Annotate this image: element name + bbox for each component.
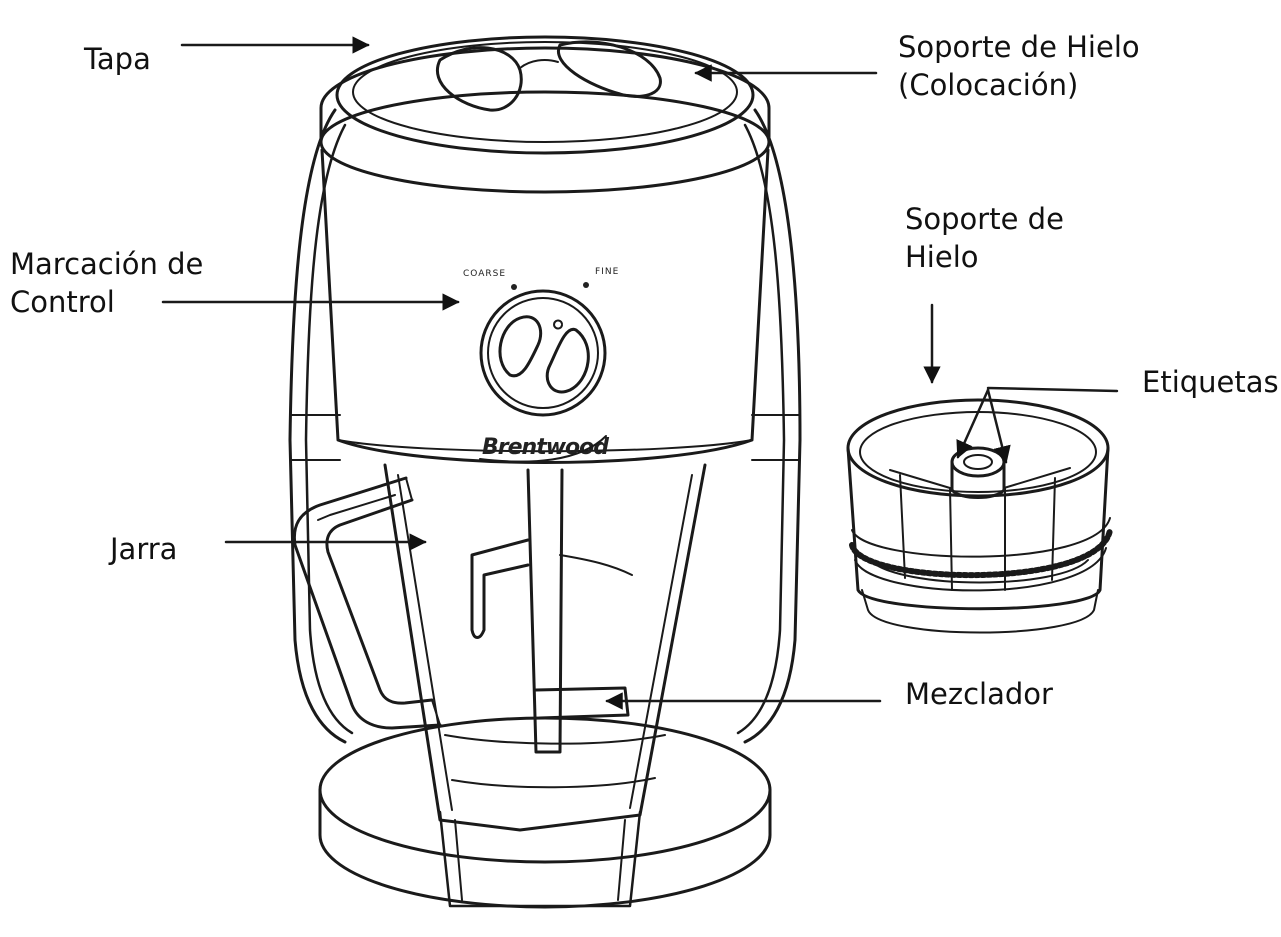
label-line: Marcación de <box>10 245 203 283</box>
label-line: Soporte de <box>905 200 1064 238</box>
lid <box>321 37 769 192</box>
arrow-etiquetas-line <box>988 388 1117 391</box>
label-tapa: Tapa <box>84 40 151 78</box>
label-line: Control <box>10 283 203 321</box>
label-line: Hielo <box>905 238 1064 276</box>
ice-holder <box>848 400 1110 633</box>
label-mezclador: Mezclador <box>905 675 1053 713</box>
label-line: Soporte de Hielo <box>898 28 1140 66</box>
mixer-shaft <box>472 470 628 752</box>
control-dial: COARSE FINE <box>463 267 619 415</box>
fine-label: FINE <box>595 267 619 277</box>
base <box>320 718 770 907</box>
label-soporte-hielo-colocacion: Soporte de Hielo (Colocación) <box>898 28 1140 104</box>
jar <box>385 465 705 830</box>
pointer-arrows <box>163 45 1117 701</box>
coarse-label: COARSE <box>463 269 506 279</box>
label-line: (Colocación) <box>898 66 1140 104</box>
label-soporte-hielo: Soporte de Hielo <box>905 200 1064 276</box>
label-marcacion-control: Marcación de Control <box>10 245 203 321</box>
label-etiquetas: Etiquetas <box>1142 363 1279 401</box>
label-jarra: Jarra <box>110 530 177 568</box>
body-columns <box>290 110 800 742</box>
